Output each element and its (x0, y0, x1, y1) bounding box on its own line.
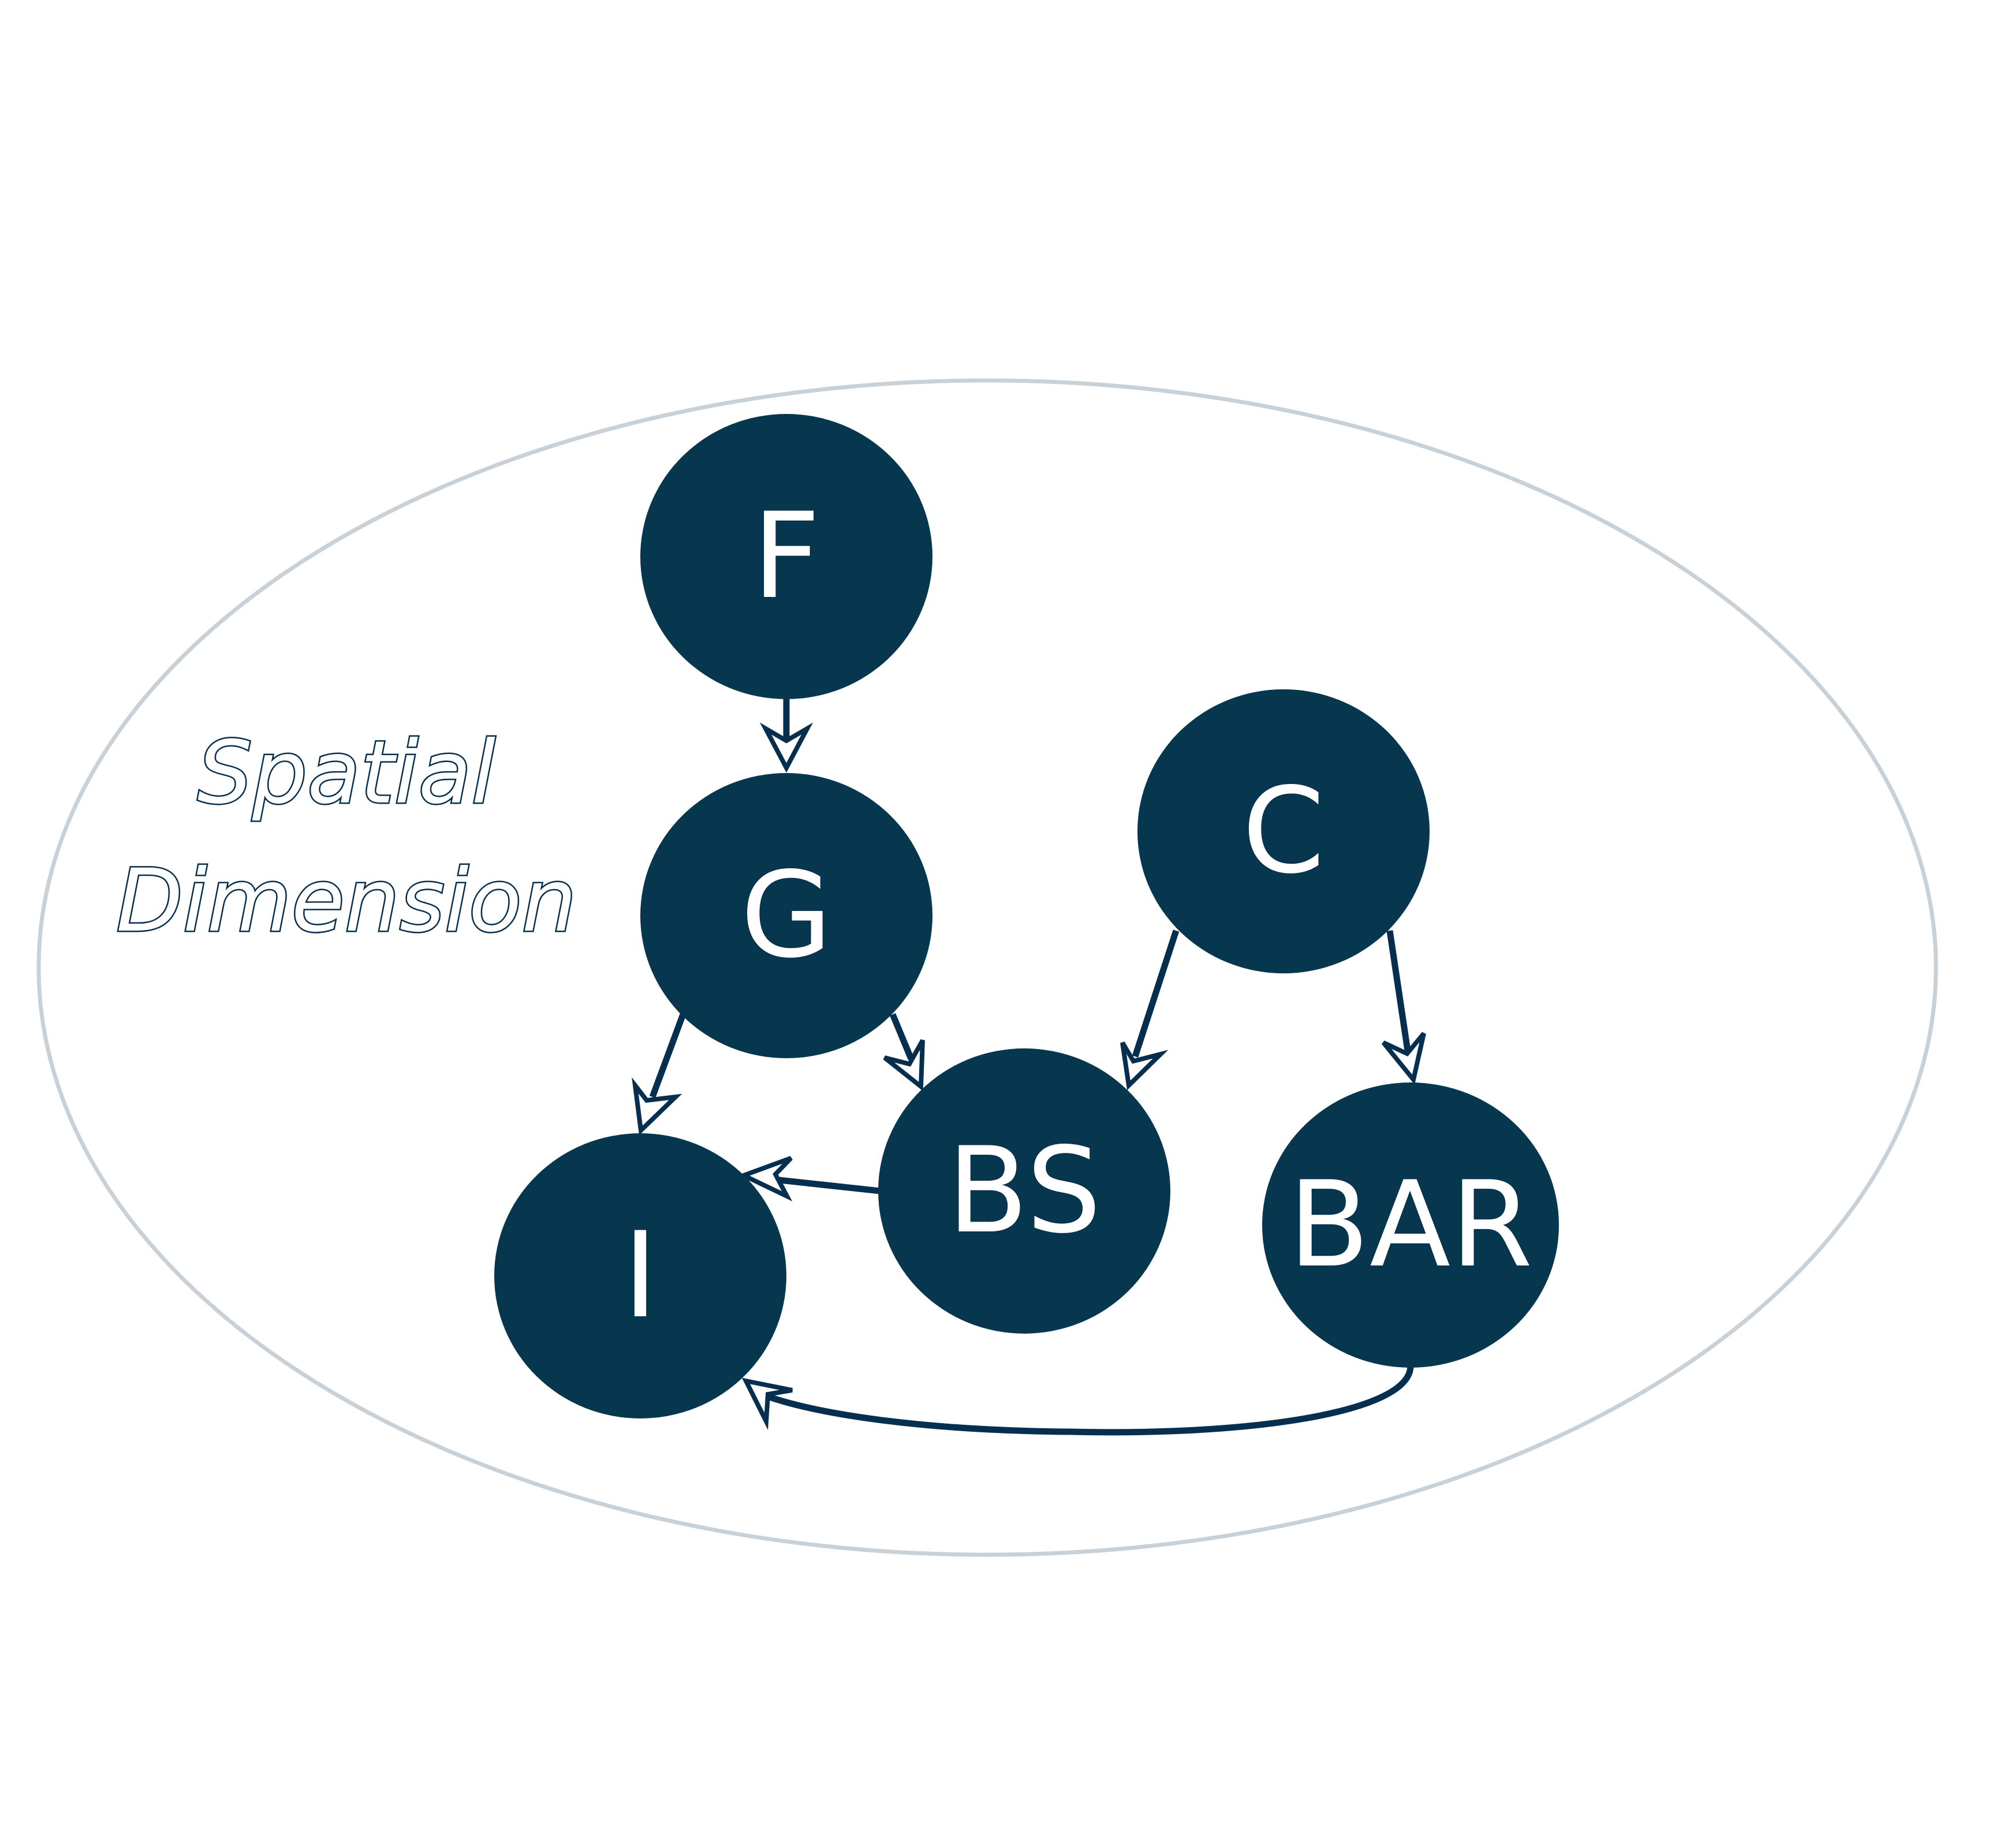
node-f: F (640, 414, 932, 699)
node-i: I (494, 1133, 786, 1418)
region-label-spatial: Spatial (197, 723, 495, 823)
node-bs-label: BS (947, 1122, 1101, 1260)
edge-bar-to-i (767, 1366, 1414, 1436)
arrowhead-bs-to-i (737, 1156, 793, 1201)
edge-g-to-i (649, 1013, 687, 1098)
node-g-label: G (741, 847, 833, 984)
node-i-label: I (623, 1207, 658, 1345)
node-c: C (1137, 689, 1430, 973)
arrowhead-c-to-bs (1120, 1041, 1169, 1091)
node-bs: BS (878, 1048, 1170, 1334)
arrowhead-c-to-bar (1381, 1032, 1426, 1085)
edge-g-to-bs (889, 1013, 915, 1061)
node-bar-label: BAR (1288, 1156, 1532, 1294)
edge-c-to-bar (1386, 930, 1411, 1051)
edge-bs-to-i (773, 1176, 881, 1194)
edge-c-to-bs (1132, 929, 1180, 1058)
node-bar: BAR (1262, 1082, 1559, 1368)
node-c-label: C (1242, 763, 1325, 900)
arrowhead-bar-to-i (741, 1377, 793, 1431)
region-label-dimension: Dimension (116, 851, 576, 951)
spatial-dimension-region (36, 378, 1938, 1557)
arrowhead-g-to-i (632, 1077, 682, 1136)
arrowhead-f-to-g (759, 722, 814, 773)
node-f-label: F (752, 488, 820, 625)
arrowhead-g-to-bs (883, 1039, 925, 1092)
node-g: G (640, 773, 932, 1058)
